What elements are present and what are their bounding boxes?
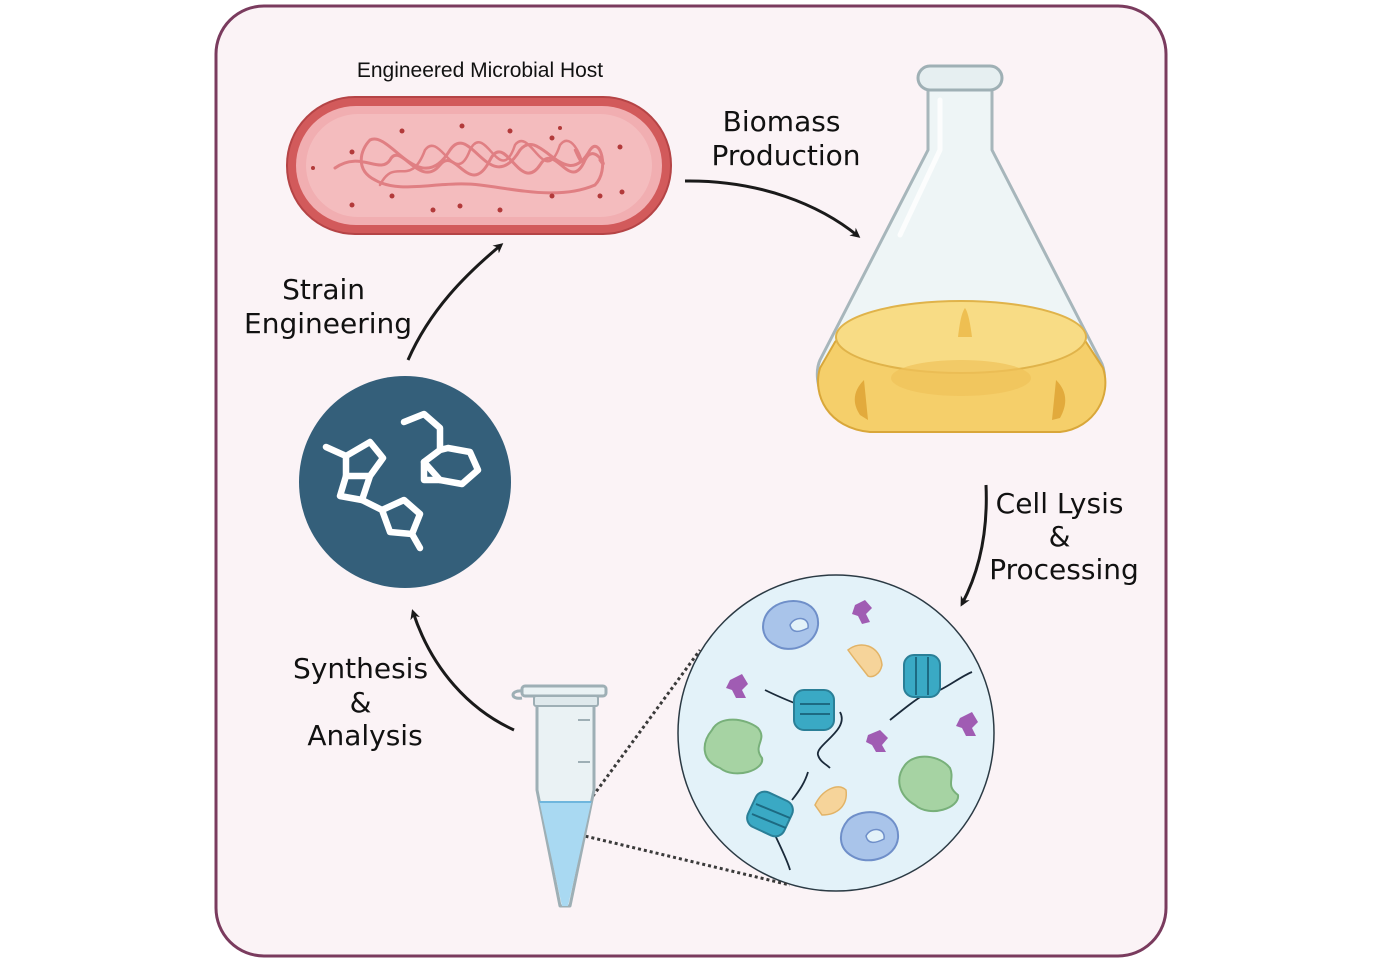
microtube-icon bbox=[511, 649, 791, 908]
green-protein-icon bbox=[898, 755, 959, 813]
nucleosome-icon bbox=[746, 771, 809, 871]
peach-fragment-icon bbox=[814, 786, 847, 816]
arrow-synthesis bbox=[410, 609, 515, 732]
lysate-zoom-icon bbox=[677, 574, 995, 892]
arrow-strain bbox=[406, 243, 504, 361]
nucleosome-icon bbox=[764, 689, 843, 769]
blue-protein-icon bbox=[840, 811, 900, 862]
blue-protein-icon bbox=[762, 600, 820, 650]
nucleosome-icon bbox=[889, 654, 973, 721]
strain-label: Strain Engineering bbox=[244, 273, 412, 340]
host-title: Engineered Microbial Host bbox=[357, 59, 603, 82]
purple-molecule-icon bbox=[852, 600, 872, 624]
arrow-lysis bbox=[960, 484, 988, 607]
microbial-host-icon bbox=[286, 96, 672, 235]
purple-molecule-icon bbox=[726, 674, 748, 698]
flask-icon bbox=[815, 64, 1107, 433]
purple-molecule-icon bbox=[956, 712, 978, 736]
lysis-label: Cell Lysis & Processing bbox=[989, 487, 1139, 586]
biomass-label: Biomass Production bbox=[712, 105, 861, 172]
molecule-circle-icon bbox=[299, 376, 511, 588]
synthesis-label: Synthesis & Analysis bbox=[293, 652, 437, 752]
green-protein-icon bbox=[703, 718, 764, 775]
peach-fragment-icon bbox=[846, 644, 883, 678]
purple-molecule-icon bbox=[866, 730, 888, 752]
arrow-biomass bbox=[684, 179, 861, 238]
